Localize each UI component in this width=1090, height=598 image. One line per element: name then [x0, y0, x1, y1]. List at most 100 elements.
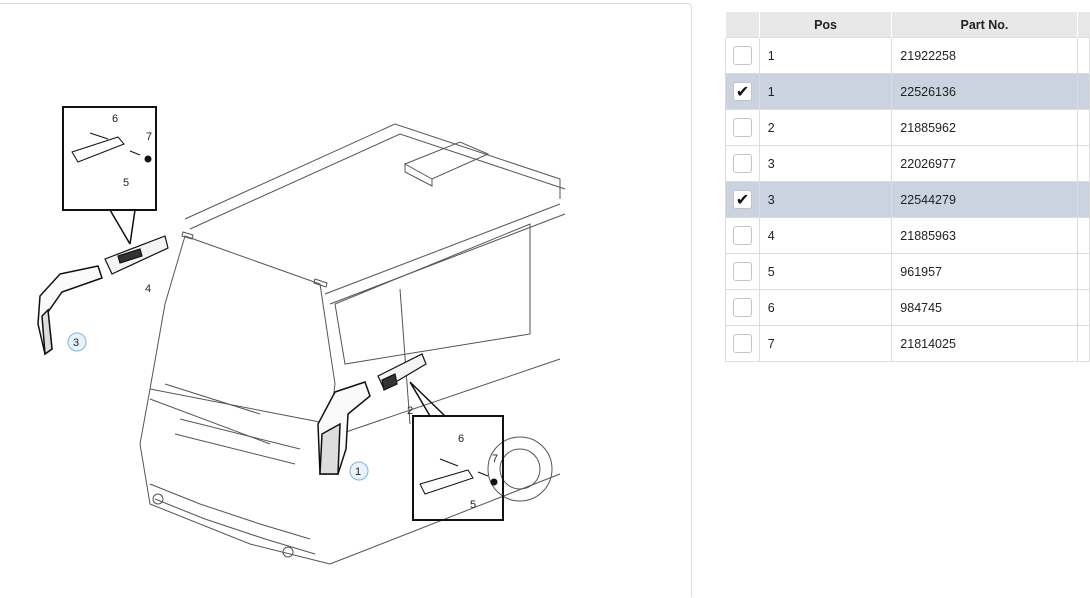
- checkmark-icon: ✔: [735, 82, 750, 101]
- pos-cell: 1: [758, 37, 893, 74]
- extra-cell: [1076, 289, 1090, 326]
- bus-wheel-outer: [487, 436, 553, 502]
- row-select-cell: [725, 253, 760, 290]
- extra-cell: [1076, 325, 1090, 362]
- callout-right-1-circle: [349, 461, 369, 481]
- bus-side-line: [324, 203, 561, 295]
- pos-cell: 7: [758, 325, 893, 362]
- checkmark-icon: ✔: [735, 190, 750, 209]
- left-mirror-arm: [104, 235, 169, 275]
- callout-left-inset-5: 5: [123, 177, 129, 189]
- row-select-cell: [725, 145, 760, 182]
- callout-left-4: 4: [145, 283, 151, 295]
- right-mirror-arm: [377, 353, 427, 391]
- bus-headlight-right: [282, 546, 294, 558]
- bus-side-window: [334, 223, 531, 365]
- callout-right-inset-6: 6: [458, 433, 464, 445]
- pos-cell: 3: [758, 145, 893, 182]
- bus-front-face: [139, 388, 331, 565]
- pos-cell: 1: [758, 73, 893, 110]
- right-mirror-head: [317, 381, 371, 475]
- row-select-cell: ✔: [725, 181, 760, 218]
- callout-right-1: 1: [355, 466, 361, 478]
- pos-cell: 4: [758, 217, 893, 254]
- extra-cell: [1076, 253, 1090, 290]
- callout-left-inset-6: 6: [112, 113, 118, 125]
- part-no-cell: 961957: [891, 253, 1078, 290]
- bus-door-line: [399, 288, 411, 425]
- column-header-pos[interactable]: Pos: [758, 12, 892, 38]
- part-no-cell: 21885963: [891, 217, 1078, 254]
- callout-left-3: 3: [73, 337, 79, 349]
- bus-roof-outline: [184, 123, 561, 220]
- callout-right-inset-5: 5: [470, 499, 476, 511]
- part-no-cell: 21814025: [891, 325, 1078, 362]
- bus-mirror-diagram: 6 7 5 4 3 2 1: [37, 106, 566, 565]
- row-select-cell: [725, 37, 760, 74]
- right-detail-inset: [409, 381, 504, 521]
- callout-left-inset-7: 7: [146, 131, 152, 143]
- pos-cell: 5: [758, 253, 893, 290]
- row-checkbox[interactable]: [732, 118, 752, 137]
- row-select-cell: [725, 289, 760, 326]
- bus-grille-lower: [174, 433, 296, 465]
- row-checkbox[interactable]: [732, 298, 752, 317]
- part-no-cell: 22544279: [891, 181, 1078, 218]
- row-checkbox[interactable]: [732, 46, 752, 65]
- table-header-row: Pos Part No.: [725, 12, 1090, 38]
- row-checkbox[interactable]: [732, 154, 752, 173]
- bus-grille-upper: [179, 418, 301, 450]
- row-checkbox[interactable]: [732, 262, 752, 281]
- row-select-cell: ✔: [725, 73, 760, 110]
- column-header-extra: [1076, 12, 1090, 38]
- pos-cell: 3: [758, 181, 893, 218]
- callout-right-2: 2: [407, 405, 413, 417]
- bus-wheel-inner: [499, 448, 541, 490]
- part-no-cell: 21885962: [891, 109, 1078, 146]
- bus-mirror-lamp: [313, 278, 328, 288]
- part-no-cell: 22026977: [891, 145, 1078, 182]
- pos-cell: 2: [758, 109, 893, 146]
- bus-roof-hatch: [403, 141, 490, 187]
- extra-cell: [1076, 73, 1090, 110]
- bus-roof-edge: [189, 133, 566, 230]
- bus-windshield: [149, 235, 336, 425]
- bus-mirror-lamp-2: [181, 231, 194, 240]
- part-no-cell: 22526136: [891, 73, 1078, 110]
- extra-cell: [1076, 145, 1090, 182]
- row-checkbox[interactable]: [732, 334, 752, 353]
- bus-side-line-2: [329, 213, 566, 305]
- extra-cell: [1076, 109, 1090, 146]
- exploded-diagram-panel: 6 7 5 4 3 2 1: [0, 3, 692, 597]
- callout-left-3-circle: [67, 332, 87, 352]
- row-checkbox[interactable]: [732, 226, 752, 245]
- bus-bumper-2: [154, 498, 316, 555]
- extra-cell: [1076, 181, 1090, 218]
- row-checkbox[interactable]: ✔: [732, 190, 752, 209]
- callout-right-inset-7: 7: [492, 453, 498, 465]
- row-select-cell: [725, 109, 760, 146]
- left-detail-inset: [62, 106, 157, 245]
- pos-cell: 6: [758, 289, 893, 326]
- row-select-cell: [725, 325, 760, 362]
- extra-cell: [1076, 37, 1090, 74]
- row-select-cell: [725, 217, 760, 254]
- column-header-select: [725, 12, 760, 38]
- left-mirror-head: [37, 265, 103, 356]
- extra-cell: [1076, 217, 1090, 254]
- row-checkbox[interactable]: ✔: [732, 82, 752, 101]
- bus-bumper: [149, 483, 311, 540]
- part-no-cell: 21922258: [891, 37, 1078, 74]
- column-header-part-no[interactable]: Part No.: [891, 12, 1078, 38]
- bus-side-panel: [339, 358, 561, 435]
